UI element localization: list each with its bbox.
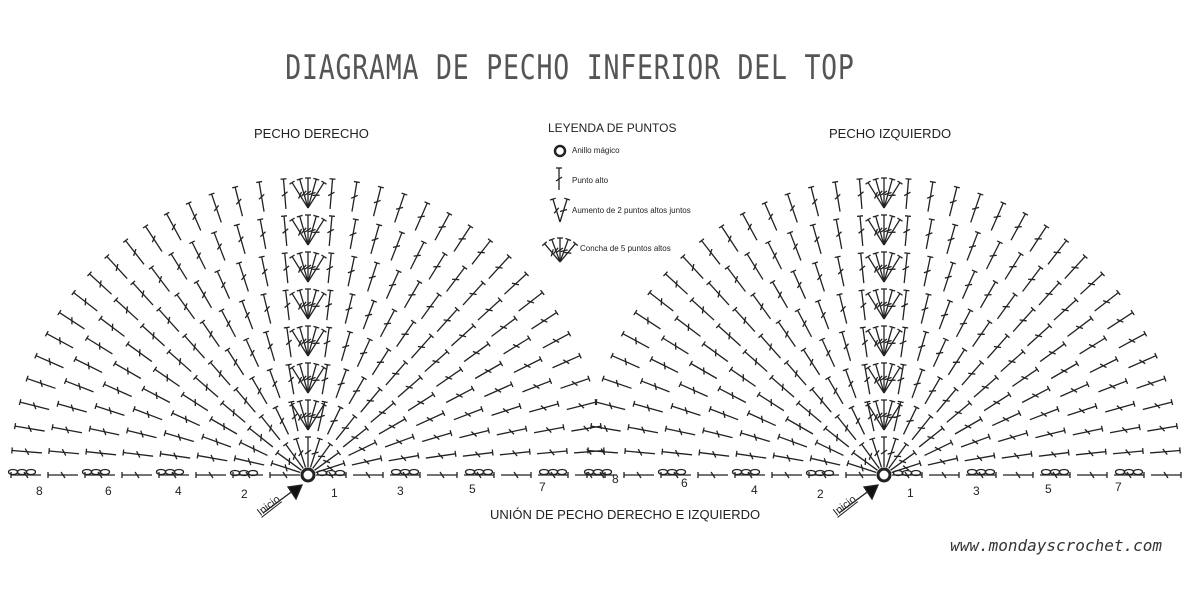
row-number: 1 <box>331 486 338 500</box>
row-number: 5 <box>1045 482 1052 496</box>
legend-icons <box>541 144 579 263</box>
stitch-fan <box>583 177 1182 514</box>
row-number: 4 <box>751 483 758 497</box>
legend-magic-ring: Anillo mágico <box>572 146 620 155</box>
right-panel-label: PECHO IZQUIERDO <box>829 126 952 141</box>
row-number: 7 <box>539 480 546 494</box>
legend-double-crochet: Punto alto <box>572 176 609 185</box>
row-number: 6 <box>681 476 688 490</box>
bottom-label: UNIÓN DE PECHO DERECHO E IZQUIERDO <box>490 507 761 522</box>
row-number: 2 <box>241 487 248 501</box>
row-number: 3 <box>397 484 404 498</box>
row-number: 2 <box>817 487 824 501</box>
row-number: 4 <box>175 484 182 498</box>
website-url: www.mondayscrochet.com <box>950 536 1162 555</box>
row-number: 5 <box>469 482 476 496</box>
row-number: 1 <box>907 486 914 500</box>
row-number: 3 <box>973 484 980 498</box>
row-number: 7 <box>1115 480 1122 494</box>
magic-ring-icon <box>876 467 892 483</box>
row-number: 8 <box>36 484 43 498</box>
diagram-title: DIAGRAMA DE PECHO INFERIOR DEL TOP <box>285 48 855 88</box>
legend-shell: Concha de 5 puntos altos <box>580 244 671 253</box>
legend-increase: Aumento de 2 puntos altos juntos <box>572 206 691 215</box>
magic-ring-icon <box>300 467 316 483</box>
row-number: 6 <box>105 484 112 498</box>
stitch-fan <box>7 177 606 514</box>
left-panel-label: PECHO DERECHO <box>254 126 369 141</box>
row-number: 8 <box>612 472 619 486</box>
legend-title: LEYENDA DE PUNTOS <box>548 121 677 135</box>
